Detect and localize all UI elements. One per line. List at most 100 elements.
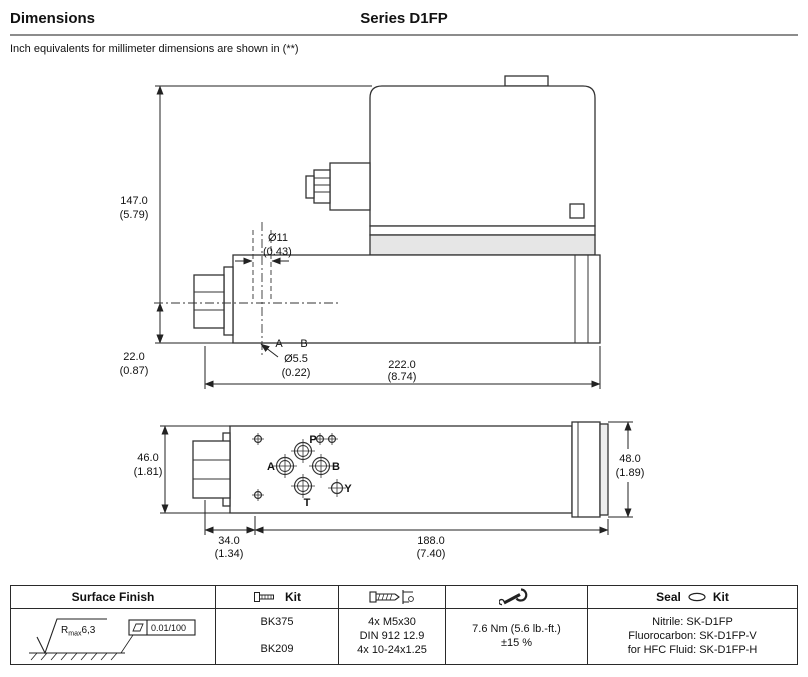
port-t-label: T xyxy=(304,497,311,509)
housing-band-upper xyxy=(369,225,596,236)
flatness-value: 0.01/100 xyxy=(151,623,186,633)
side-view-centerlines xyxy=(154,222,340,356)
series-title: Series D1FP xyxy=(360,10,448,27)
hex-nut xyxy=(193,274,225,329)
dim-length-mm: 222.0 xyxy=(388,359,416,371)
dimension-drawing: 147.0 (5.79) Ø11 (0.43) 22.0 (0.87) A B … xyxy=(120,75,645,560)
seal-kit-header-cell: Seal Kit xyxy=(587,586,797,609)
roughness-r: R xyxy=(61,625,68,636)
top-hex-nut-flats xyxy=(193,459,230,480)
side-view-labels: 147.0 (5.79) Ø11 (0.43) 22.0 (0.87) A B … xyxy=(120,195,417,383)
top-view-labels: 46.0 (1.81) 48.0 (1.89) P A B T Y 34.0 (… xyxy=(134,434,645,560)
torque-wrench-icon xyxy=(498,588,527,606)
mount-hole-crosshair xyxy=(326,433,338,445)
connector-tip xyxy=(305,175,315,199)
port-a-label: A xyxy=(267,461,275,473)
screw-caliper-icon xyxy=(369,590,414,604)
roughness-sub: max xyxy=(68,630,82,637)
screw-spec-line: 4x M5x30 xyxy=(368,616,416,628)
spec-table: Surface Finish Kit xyxy=(10,585,798,665)
top-end-strip xyxy=(599,423,609,516)
hatching xyxy=(30,652,118,660)
dim-46-mm: 46.0 xyxy=(137,452,158,464)
port-a-crosshair xyxy=(273,454,297,478)
surface-finish-header-label: Surface Finish xyxy=(71,590,155,604)
electronics-housing xyxy=(369,85,596,227)
top-view-ports xyxy=(252,433,346,501)
dim-bore-mm: Ø11 xyxy=(268,232,288,244)
bolt-icon xyxy=(254,592,274,602)
dim-height-in: (5.79) xyxy=(120,209,149,221)
port-flange xyxy=(223,266,234,336)
seal-kit-values-cell: Nitrile: SK-D1FP Fluorocarbon: SK-D1FP-V… xyxy=(587,609,797,664)
seal-kit-line: for HFC Fluid: SK-D1FP-H xyxy=(627,644,758,656)
port-y-crosshair xyxy=(328,479,346,497)
surface-finish-header-cell: Surface Finish xyxy=(11,586,215,609)
mount-hole-crosshair xyxy=(314,433,326,445)
torque-line: 7.6 Nm (5.6 lb.-ft.) xyxy=(472,623,561,635)
side-view-dimension-lines xyxy=(155,85,601,389)
port-p-label: P xyxy=(309,434,316,446)
housing-band-lower xyxy=(369,234,596,256)
page-header: Dimensions Series D1FP xyxy=(10,10,798,30)
port-b-crosshair xyxy=(309,454,333,478)
seal-kit-line: Nitrile: SK-D1FP xyxy=(652,616,733,628)
end-cap-lines xyxy=(574,255,589,343)
port-p-crosshair xyxy=(291,439,315,463)
seal-header-label: Seal xyxy=(656,590,681,604)
flatness-leader xyxy=(120,634,134,653)
mount-hole-crosshair xyxy=(252,489,264,501)
dim-hole-in: (0.22) xyxy=(282,367,311,379)
dim-hole-mm: Ø5.5 xyxy=(284,353,308,365)
port-t-crosshair xyxy=(291,474,315,498)
top-end-cap xyxy=(571,421,601,518)
connector-collar xyxy=(313,169,331,204)
dim-34-in: (1.34) xyxy=(215,548,244,560)
top-view-valve-body xyxy=(192,421,609,518)
bolt-kit-header-label: Kit xyxy=(285,590,301,604)
roughness-check-icon xyxy=(36,617,107,654)
units-note: Inch equivalents for millimeter dimensio… xyxy=(10,43,299,55)
surface-finish-symbol-cell: Rmax6,3 0.01/100 xyxy=(11,609,215,664)
dim-48-in: (1.89) xyxy=(616,467,645,479)
dim-portheight-in: (0.87) xyxy=(120,365,149,377)
connector-ribs xyxy=(314,177,330,193)
screw-spec-line: DIN 912 12.9 xyxy=(359,630,425,642)
screw-spec-line: 4x 10-24x1.25 xyxy=(357,644,427,656)
page-title: Dimensions xyxy=(10,10,96,27)
hex-nut-flats xyxy=(194,291,224,311)
dim-length-in: (8.74) xyxy=(388,371,417,383)
dim-bore-in: (0.43) xyxy=(263,246,292,258)
screw-spec-header-cell xyxy=(338,586,445,609)
port-b-label: B xyxy=(332,461,340,473)
flatness-icon xyxy=(132,623,144,631)
surface-roughness-symbol: Rmax6,3 0.01/100 xyxy=(29,617,196,660)
bolt-kit-header-cell: Kit xyxy=(215,586,338,609)
dim-height-mm: 147.0 xyxy=(120,195,148,207)
dim-46-in: (1.81) xyxy=(134,466,163,478)
seal-kit-header-label: Kit xyxy=(712,590,729,604)
flatness-frame xyxy=(128,618,196,636)
leader-hole xyxy=(260,343,279,358)
bolt-kit-values-cell: BK375 BK209 xyxy=(215,609,338,664)
port-b-label-side: B xyxy=(300,338,307,350)
torque-header-cell xyxy=(445,586,587,609)
port-y-label: Y xyxy=(344,483,352,495)
torque-values-cell: 7.6 Nm (5.6 lb.-ft.) ±15 % xyxy=(445,609,587,664)
dim-48-mm: 48.0 xyxy=(619,453,640,465)
torque-line: ±15 % xyxy=(500,637,533,649)
dim-188-mm: 188.0 xyxy=(417,535,445,547)
dim-34-mm: 34.0 xyxy=(218,535,239,547)
top-view-dimension-lines xyxy=(160,421,633,535)
dim-portheight-mm: 22.0 xyxy=(123,351,144,363)
dim-188-in: (7.40) xyxy=(417,548,446,560)
housing-detail xyxy=(569,203,585,219)
ext-46 xyxy=(160,425,230,514)
connector-body xyxy=(329,162,371,211)
roughness-number: 6,3 xyxy=(81,625,95,636)
top-hex-nut xyxy=(192,440,231,499)
header-rule xyxy=(10,34,798,36)
seal-ring-icon xyxy=(688,592,706,602)
mount-hole-crosshair xyxy=(252,433,264,445)
roughness-value: Rmax6,3 xyxy=(61,625,96,638)
